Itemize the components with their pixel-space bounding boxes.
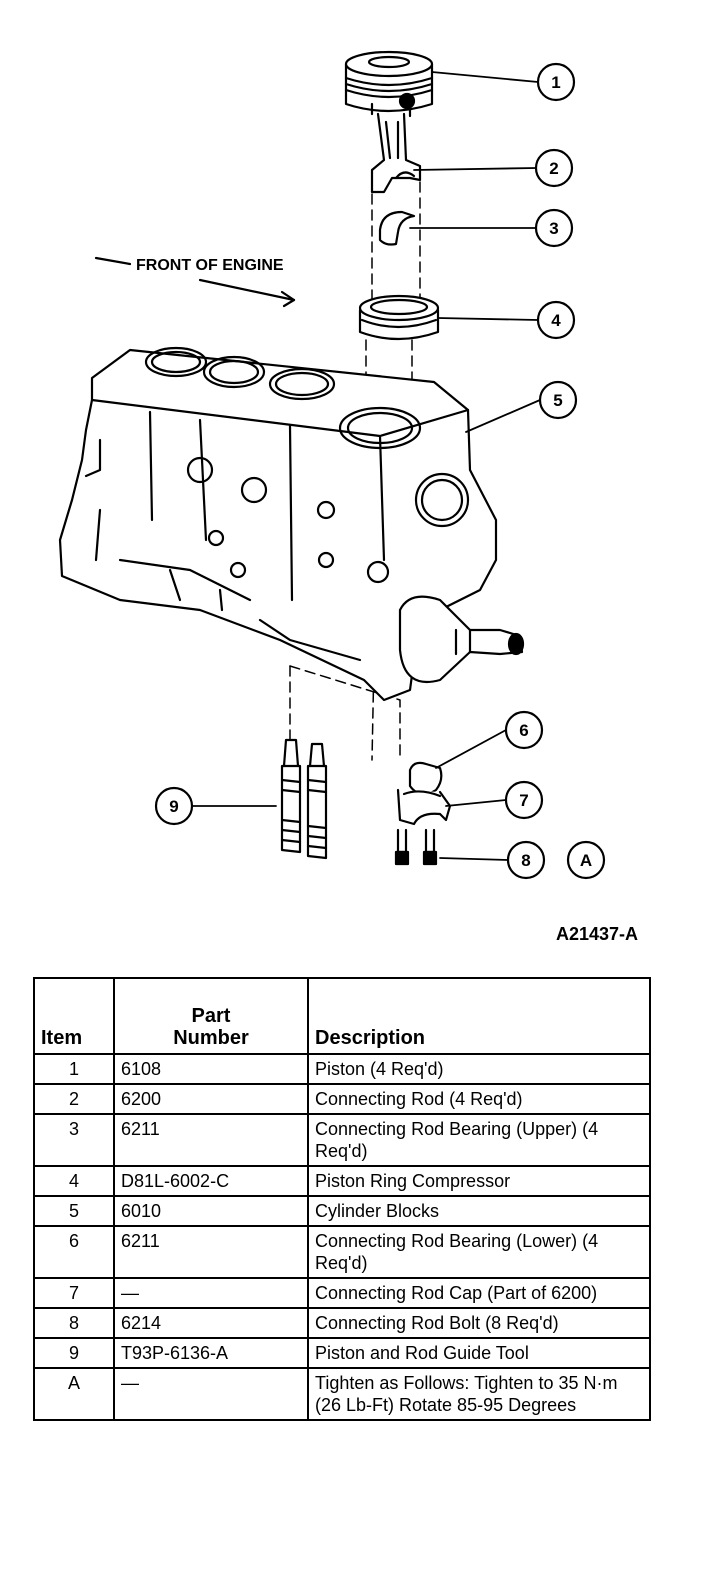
table-row: 5 6010 Cylinder Blocks: [33, 1195, 651, 1227]
callout-label-9: 9: [169, 797, 178, 816]
cell-description: Connecting Rod Bearing (Lower) (4 Req'd): [307, 1225, 651, 1279]
cell-item: A: [33, 1367, 115, 1421]
header-part-line2: Number: [173, 1027, 249, 1049]
callout-circle: [534, 208, 574, 248]
callout-circle: [504, 710, 544, 750]
table-row: 8 6214 Connecting Rod Bolt (8 Req'd): [33, 1307, 651, 1339]
ring-compressor-illustration: [358, 294, 440, 341]
header-item: Item: [33, 977, 115, 1055]
table-row: A — Tighten as Follows: Tighten to 35 N·…: [33, 1367, 651, 1421]
cell-item: 3: [33, 1113, 115, 1167]
cell-item: 1: [33, 1053, 115, 1085]
connecting-rod-illustration: [370, 112, 422, 194]
callout-label-6: 6: [519, 721, 528, 740]
lower-bearing-and-cap-illustration: [396, 761, 452, 826]
table-row: 9 T93P-6136-A Piston and Rod Guide Tool: [33, 1337, 651, 1369]
callout-circle: [536, 300, 576, 340]
callout-circle: [504, 780, 544, 820]
callout-label-a: A: [580, 851, 592, 870]
callout-label-7: 7: [519, 791, 528, 810]
table-row: 6 6211 Connecting Rod Bearing (Lower) (4…: [33, 1225, 651, 1279]
cell-part-number: —: [113, 1367, 309, 1421]
callout-label-5: 5: [553, 391, 562, 410]
engine-assembly-diagram: 1 2 3 4 5 6 7 8 A 9 FRONT OF ENGINE A214…: [58, 50, 638, 944]
callout-circle: [506, 840, 546, 880]
callouts: [154, 62, 606, 880]
front-of-engine-arrow: [94, 256, 296, 308]
table-row: 7 — Connecting Rod Cap (Part of 6200): [33, 1277, 651, 1309]
cell-description: Piston Ring Compressor: [307, 1165, 651, 1197]
cell-description: Connecting Rod Bolt (8 Req'd): [307, 1307, 651, 1339]
cell-item: 7: [33, 1277, 115, 1309]
callout-circle: [154, 786, 194, 826]
callout-label-3: 3: [549, 219, 558, 238]
cell-description: Piston and Rod Guide Tool: [307, 1337, 651, 1369]
piston-illustration: [344, 50, 434, 118]
cell-part-number: 6108: [113, 1053, 309, 1085]
table-row: 2 6200 Connecting Rod (4 Req'd): [33, 1083, 651, 1115]
callout-circle: [538, 380, 578, 420]
table-row: 1 6108 Piston (4 Req'd): [33, 1053, 651, 1085]
cell-part-number: 6211: [113, 1113, 309, 1167]
cylinder-block-illustration: [58, 346, 525, 702]
cell-item: 6: [33, 1225, 115, 1279]
callout-label-2: 2: [549, 159, 558, 178]
figure-id: A21437-A: [556, 924, 638, 944]
callout-label-4: 4: [551, 311, 561, 330]
cell-description: Tighten as Follows: Tighten to 35 N·m (2…: [307, 1367, 651, 1421]
header-part-line1: Part: [191, 1005, 231, 1027]
table-row: 4 D81L-6002-C Piston Ring Compressor: [33, 1165, 651, 1197]
guide-tool-illustration: [280, 738, 328, 860]
callout-circle: [534, 148, 574, 188]
cell-part-number: 6214: [113, 1307, 309, 1339]
leader-lines: [191, 71, 541, 861]
parts-table: Item Part Number Description 1 6108 Pist…: [33, 977, 651, 1421]
cell-item: 5: [33, 1195, 115, 1227]
header-part-number: Part Number: [113, 977, 309, 1055]
cell-item: 2: [33, 1083, 115, 1115]
cell-description: Cylinder Blocks: [307, 1195, 651, 1227]
cell-part-number: —: [113, 1277, 309, 1309]
cell-part-number: 6010: [113, 1195, 309, 1227]
cell-item: 4: [33, 1165, 115, 1197]
cell-part-number: 6200: [113, 1083, 309, 1115]
cell-description: Connecting Rod Cap (Part of 6200): [307, 1277, 651, 1309]
table-row: 3 6211 Connecting Rod Bearing (Upper) (4…: [33, 1113, 651, 1167]
callout-label-8: 8: [521, 851, 530, 870]
callout-label-1: 1: [551, 73, 560, 92]
callout-circle: [566, 840, 606, 880]
front-of-engine-label: FRONT OF ENGINE: [136, 257, 284, 274]
cell-description: Connecting Rod Bearing (Upper) (4 Req'd): [307, 1113, 651, 1167]
callout-circle: [536, 62, 576, 102]
rod-bolts-illustration: [394, 828, 438, 866]
upper-bearing-illustration: [378, 210, 416, 246]
header-description: Description: [307, 977, 651, 1055]
table-header-row: Item Part Number Description: [33, 977, 651, 1055]
cell-description: Piston (4 Req'd): [307, 1053, 651, 1085]
cell-part-number: 6211: [113, 1225, 309, 1279]
cell-item: 8: [33, 1307, 115, 1339]
cell-part-number: D81L-6002-C: [113, 1165, 309, 1197]
cell-part-number: T93P-6136-A: [113, 1337, 309, 1369]
cell-item: 9: [33, 1337, 115, 1369]
cell-description: Connecting Rod (4 Req'd): [307, 1083, 651, 1115]
